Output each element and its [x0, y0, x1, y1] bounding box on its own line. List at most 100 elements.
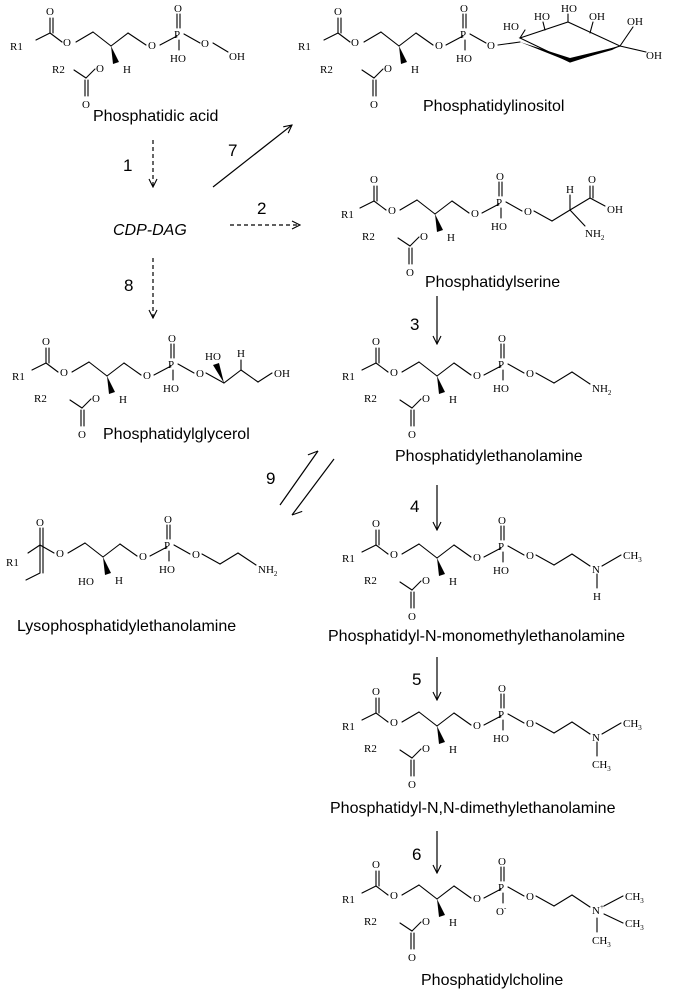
atom-r1: R1 [342, 371, 355, 383]
atom-o: O [406, 267, 414, 279]
pmme-structure: R1 O O R2 O O H O O P HO O N H CH3 [342, 515, 642, 623]
phosphatidylglycerol-structure: R1 O O R2 O O H O O P HO O HO H OH [12, 333, 290, 441]
atom-p: P [164, 540, 170, 552]
atom-ho: HO [78, 576, 94, 588]
atom-r1: R1 [10, 41, 23, 53]
atom-o-minus: O- [496, 904, 507, 918]
step-number-6: 6 [412, 845, 421, 864]
atom-o: O [148, 40, 156, 52]
atom-h: H [237, 348, 245, 360]
atom-r1: R1 [342, 721, 355, 733]
atom-ho: HO [503, 21, 519, 33]
atom-r2: R2 [364, 575, 377, 587]
phosphatidylethanolamine-structure: R1 O O R2 O O H O O P HO O NH2 [342, 333, 612, 441]
atom-p: P [498, 541, 504, 553]
label-pdme: Phosphatidyl-N,N-dimethylethanolamine [330, 800, 616, 817]
atom-o: O [408, 611, 416, 623]
atom-o: O [56, 548, 64, 560]
label-lysophosphatidylethanolamine: Lysophosphatidylethanolamine [17, 618, 236, 635]
atom-ho: HO [205, 351, 221, 363]
atom-ch3: CH3 [623, 718, 642, 732]
atom-o: O [487, 40, 495, 52]
intermediate-cdp-dag: CDP-DAG [113, 222, 187, 239]
atom-o: O [139, 551, 147, 563]
atom-o: O [526, 368, 534, 380]
atom-p: P [460, 29, 466, 41]
atom-o: O [370, 99, 378, 111]
atom-o: O [334, 6, 342, 18]
atom-r2: R2 [364, 743, 377, 755]
atom-h: H [119, 394, 127, 406]
label-phosphatidylethanolamine: Phosphatidylethanolamine [395, 448, 583, 465]
atom-o: O [422, 575, 430, 587]
atom-o: O [526, 550, 534, 562]
atom-o: O [370, 174, 378, 186]
atom-o: O [422, 916, 430, 928]
step-number-5: 5 [412, 670, 421, 689]
atom-ho: HO [493, 383, 509, 395]
atom-h: H [566, 184, 574, 196]
atom-o: O [196, 368, 204, 380]
atom-o: O [388, 205, 396, 217]
atom-h: H [411, 64, 419, 76]
atom-h: H [447, 232, 455, 244]
atom-o: O [422, 743, 430, 755]
atom-nh2: NH2 [592, 383, 612, 397]
atom-o: O [384, 63, 392, 75]
atom-r1: R1 [342, 894, 355, 906]
step-number-9: 9 [266, 469, 275, 488]
atom-o: O [524, 206, 532, 218]
arrow-step-7 [212, 125, 292, 188]
atom-o: O [82, 99, 90, 111]
atom-oh: OH [607, 204, 623, 216]
atom-oh: OH [646, 50, 662, 62]
atom-o: O [390, 890, 398, 902]
atom-o: O [473, 893, 481, 905]
phosphatidic-acid-structure: R1 O O R2 O O H O O P HO O OH [10, 3, 245, 111]
atom-n-plus: N+ [592, 903, 604, 917]
atom-o: O [390, 549, 398, 561]
atom-oh: OH [589, 11, 605, 23]
label-pmme: Phosphatidyl-N-monomethylethanolamine [328, 628, 625, 645]
atom-n: N [592, 564, 600, 576]
label-phosphatidylinositol: Phosphatidylinositol [423, 98, 564, 115]
atom-ch3: CH3 [592, 759, 611, 773]
atom-nh2: NH2 [585, 228, 605, 242]
atom-r2: R2 [364, 393, 377, 405]
atom-oh: OH [627, 16, 643, 28]
atom-o: O [372, 859, 380, 871]
atom-ho: HO [170, 53, 186, 65]
atom-h: H [115, 575, 123, 587]
atom-h: H [449, 576, 457, 588]
atom-h: H [593, 591, 601, 603]
atom-r2: R2 [320, 64, 333, 76]
atom-r2: R2 [362, 231, 375, 243]
atom-p: P [498, 359, 504, 371]
atom-ho: HO [493, 565, 509, 577]
arrow-step-9-forward [279, 450, 319, 506]
atom-ho: HO [491, 221, 507, 233]
atom-o: O [201, 38, 209, 50]
step-number-7: 7 [228, 141, 237, 160]
atom-ch3: CH3 [592, 935, 611, 949]
atom-ch3: CH3 [625, 918, 644, 932]
atom-o: O [372, 336, 380, 348]
atom-r1: R1 [298, 41, 311, 53]
phosphatidylserine-structure: R1 O O R2 O O H O O P HO O H O OH NH2 [341, 171, 623, 279]
atom-o: O [390, 717, 398, 729]
phosphatidylinositol-structure: R1 O O R2 O O H O O P HO O HO HO HO OH O… [298, 3, 662, 111]
atom-p: P [498, 709, 504, 721]
atom-p: P [496, 197, 502, 209]
atom-o: O [42, 336, 50, 348]
step-number-3: 3 [410, 315, 419, 334]
phosphatidylcholine-structure: R1 O O R2 O O H O O P O- O N+ CH3 CH3 CH… [342, 856, 644, 964]
arrow-step-9-reverse [291, 458, 335, 516]
atom-o: O [460, 3, 468, 15]
atom-ho: HO [561, 3, 577, 15]
step-number-8: 8 [124, 276, 133, 295]
atom-o: O [498, 515, 506, 527]
label-phosphatidylcholine: Phosphatidylcholine [421, 972, 563, 989]
label-phosphatidylserine: Phosphatidylserine [425, 274, 560, 291]
atom-o: O [168, 333, 176, 345]
atom-o: O [408, 429, 416, 441]
